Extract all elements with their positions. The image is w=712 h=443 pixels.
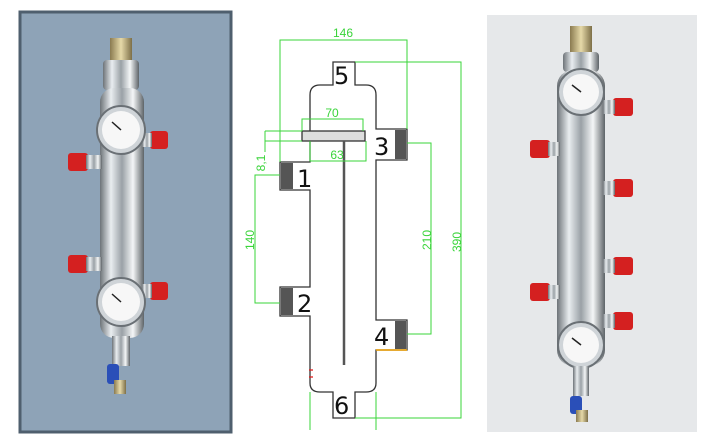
port-label-1: 1 <box>297 165 312 193</box>
separator-body <box>557 70 605 366</box>
port-label-3: 3 <box>374 133 389 161</box>
dim-70: 70 <box>325 106 339 120</box>
port-label-5: 5 <box>334 62 349 90</box>
baffle-plate <box>301 130 366 142</box>
left-product-photo <box>18 10 233 434</box>
red-caps <box>530 98 633 330</box>
dim-8-1: 8,1 <box>254 154 268 171</box>
technical-drawing <box>254 39 462 430</box>
drain-valve-handle <box>570 396 582 414</box>
port-labels: 1 2 3 4 5 6 <box>297 62 389 420</box>
right-product-photo <box>487 15 697 432</box>
dim-63: 63 <box>330 148 344 162</box>
pressure-gauge-icon <box>96 105 146 155</box>
pressure-gauge-icon <box>96 277 146 327</box>
pressure-gauge-icon <box>557 68 605 116</box>
port-label-6: 6 <box>334 392 349 420</box>
dimension-lines <box>254 39 462 430</box>
dim-140: 140 <box>243 230 257 250</box>
thread-hatching <box>281 130 406 349</box>
dimension-labels: 146 70 63 8,1 140 210 390 <box>243 26 464 252</box>
port-label-2: 2 <box>297 290 312 318</box>
red-caps <box>68 131 168 300</box>
drain-valve-handle <box>107 364 119 384</box>
pressure-gauge-icon <box>557 321 605 369</box>
dim-390: 390 <box>450 232 464 252</box>
dim-146: 146 <box>333 26 353 40</box>
port-label-4: 4 <box>374 323 389 351</box>
air-vent-cap <box>110 38 132 62</box>
dim-210: 210 <box>420 230 434 250</box>
